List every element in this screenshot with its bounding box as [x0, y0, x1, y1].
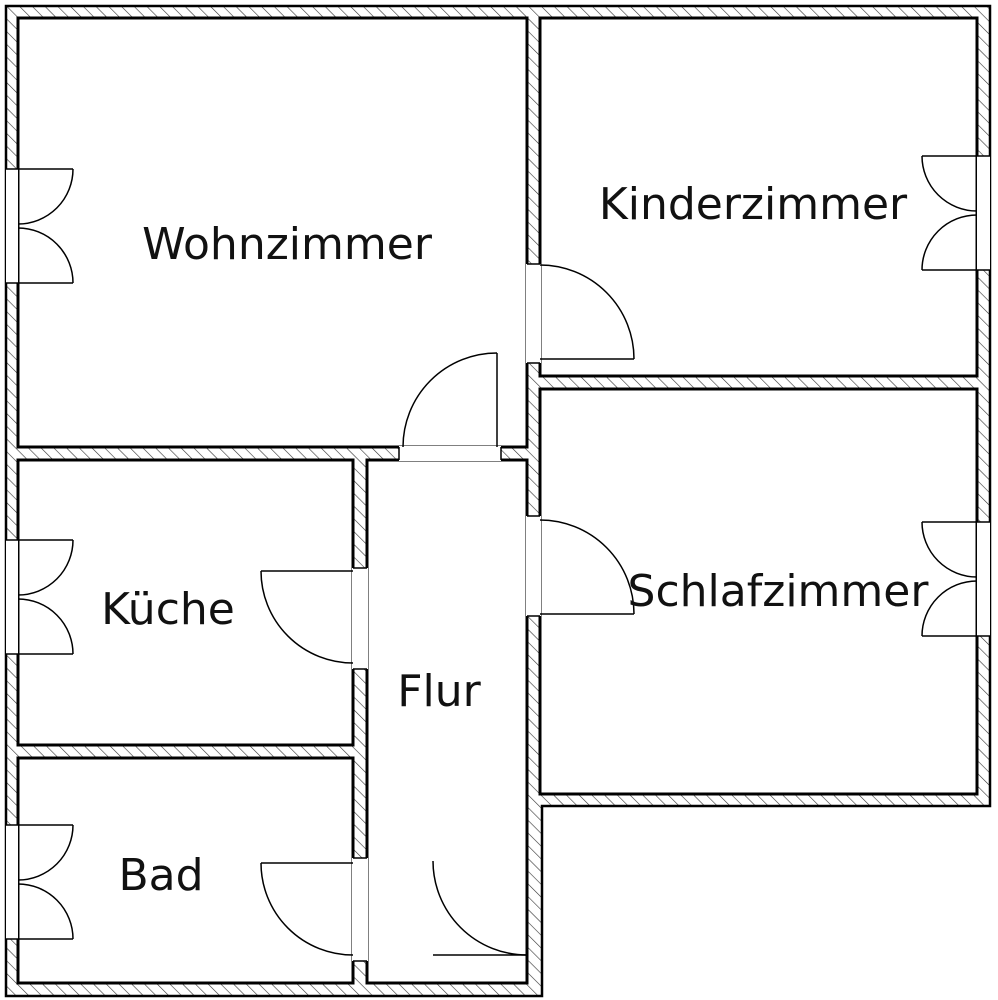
door-bad — [260, 862, 354, 956]
door-entrance — [432, 860, 528, 956]
door-kueche — [260, 570, 354, 664]
window-bad — [6, 824, 74, 940]
window-kinderzimmer — [921, 155, 990, 271]
room-flur — [365, 458, 529, 985]
label-kueche: Küche — [101, 584, 235, 635]
window-schlafzimmer — [921, 521, 990, 637]
door-swings — [260, 264, 635, 956]
door-schlafzimmer — [539, 519, 635, 615]
label-bad: Bad — [118, 850, 203, 901]
window-wohnzimmer — [6, 168, 74, 284]
label-flur: Flur — [397, 666, 481, 717]
door-wohnzimmer-flur — [402, 352, 498, 448]
label-wohnzimmer: Wohnzimmer — [142, 219, 433, 270]
room-wohnzimmer — [16, 16, 529, 449]
label-kinderzimmer: Kinderzimmer — [599, 179, 908, 230]
door-openings — [352, 263, 541, 962]
room-kinderzimmer — [538, 16, 979, 378]
window-kueche — [6, 539, 74, 655]
room-kueche — [16, 458, 355, 747]
door-kinderzimmer — [539, 264, 635, 360]
room-schlafzimmer — [538, 387, 979, 796]
label-schlafzimmer: Schlafzimmer — [628, 566, 930, 617]
